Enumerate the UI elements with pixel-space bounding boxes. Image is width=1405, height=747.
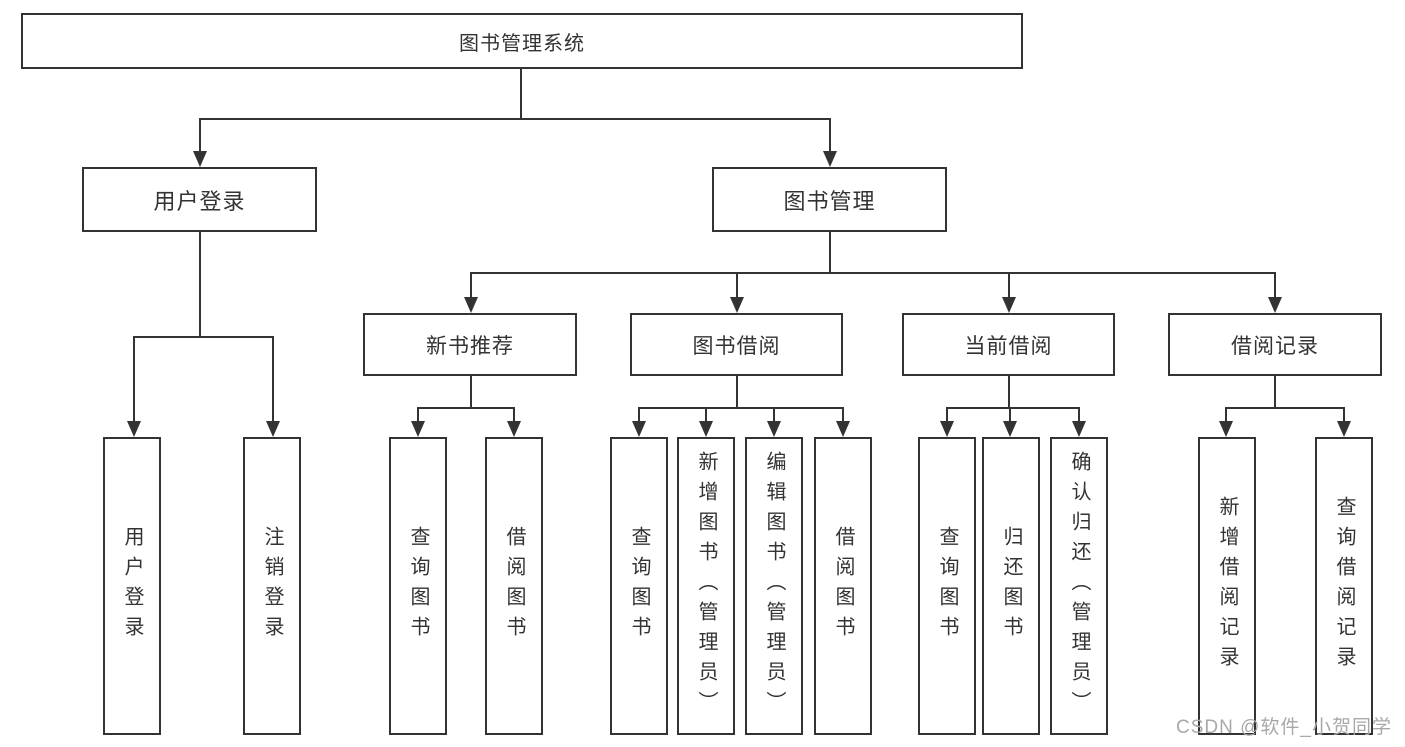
leaf-query-books-current: 查询图书 xyxy=(918,437,976,735)
connector-drop-book-management xyxy=(829,118,831,154)
arrowhead-leaf-logout xyxy=(266,421,280,437)
connector-borrowrecords-rail xyxy=(1225,407,1344,409)
connector-drop-book-borrow xyxy=(736,272,738,300)
watermark-text: CSDN @软件_小贺同学 xyxy=(1176,717,1392,738)
leaf-add-borrow-record: 新增借阅记录 xyxy=(1198,437,1256,735)
arrowhead-book-borrow xyxy=(730,297,744,313)
connector-drop-borrow-records xyxy=(1274,272,1276,300)
connector-currentborrow-stem xyxy=(1008,376,1010,408)
leaf-logout-label: 注销登录 xyxy=(261,526,283,646)
connector-newbook-stem xyxy=(470,376,472,408)
arrowhead-d2 xyxy=(1003,421,1017,437)
leaf-query-books-borrow: 查询图书 xyxy=(610,437,668,735)
connector-userlogin-stem xyxy=(199,232,201,338)
leaf-user-login-label: 用户登录 xyxy=(121,526,143,646)
leaf-query-borrow-record: 查询借阅记录 xyxy=(1315,437,1373,735)
connector-root-rail xyxy=(199,118,831,120)
connector-bookmgmt-rail xyxy=(470,272,1276,274)
node-borrow-records: 借阅记录 xyxy=(1168,313,1382,376)
connector-drop-e2 xyxy=(1343,407,1345,424)
connector-drop-e1 xyxy=(1225,407,1227,424)
connector-drop-leaf-logout xyxy=(272,336,274,424)
leaf-return-book-label: 归还图书 xyxy=(1000,526,1022,646)
connector-drop-d2 xyxy=(1009,407,1011,424)
connector-drop-d3 xyxy=(1078,407,1080,424)
connector-currentborrow-rail xyxy=(946,407,1079,409)
node-book-management: 图书管理 xyxy=(712,167,947,232)
connector-root-stem xyxy=(520,69,522,119)
arrowhead-new-book xyxy=(464,297,478,313)
arrowhead-current-borrow xyxy=(1002,297,1016,313)
arrowhead-borrow-records xyxy=(1268,297,1282,313)
leaf-add-book-admin: 新增图书（管理员） xyxy=(677,437,735,735)
arrowhead-c4 xyxy=(836,421,850,437)
leaf-logout: 注销登录 xyxy=(243,437,301,735)
leaf-query-books-current-label: 查询图书 xyxy=(936,526,958,646)
leaf-borrow-books-recommend-label: 借阅图书 xyxy=(503,526,525,646)
arrowhead-c3 xyxy=(767,421,781,437)
node-root: 图书管理系统 xyxy=(21,13,1023,69)
connector-bookborrow-stem xyxy=(736,376,738,408)
connector-drop-c4 xyxy=(842,407,844,424)
connector-drop-c3 xyxy=(773,407,775,424)
arrowhead-d3 xyxy=(1072,421,1086,437)
leaf-return-book: 归还图书 xyxy=(982,437,1040,735)
leaf-confirm-return-admin: 确认归还（管理员） xyxy=(1050,437,1108,735)
leaf-query-books-recommend: 查询图书 xyxy=(389,437,447,735)
arrowhead-b2 xyxy=(507,421,521,437)
arrowhead-c2 xyxy=(699,421,713,437)
node-user-login: 用户登录 xyxy=(82,167,317,232)
arrowhead-book-management xyxy=(823,151,837,167)
connector-drop-c2 xyxy=(705,407,707,424)
arrowhead-c1 xyxy=(632,421,646,437)
arrowhead-e2 xyxy=(1337,421,1351,437)
connector-drop-new-book xyxy=(470,272,472,300)
leaf-add-borrow-record-label: 新增借阅记录 xyxy=(1216,496,1238,676)
leaf-borrow-books-borrow: 借阅图书 xyxy=(814,437,872,735)
connector-userlogin-rail xyxy=(133,336,274,338)
connector-newbook-rail xyxy=(417,407,514,409)
connector-drop-b2 xyxy=(513,407,515,424)
arrowhead-user-login xyxy=(193,151,207,167)
arrowhead-leaf-user-login xyxy=(127,421,141,437)
connector-drop-c1 xyxy=(638,407,640,424)
node-book-borrow: 图书借阅 xyxy=(630,313,843,376)
leaf-confirm-return-admin-label: 确认归还（管理员） xyxy=(1068,451,1090,721)
leaf-borrow-books-borrow-label: 借阅图书 xyxy=(832,526,854,646)
leaf-edit-book-admin-label: 编辑图书（管理员） xyxy=(763,451,785,721)
leaf-add-book-admin-label: 新增图书（管理员） xyxy=(695,451,717,721)
connector-borrowrecords-stem xyxy=(1274,376,1276,408)
leaf-edit-book-admin: 编辑图书（管理员） xyxy=(745,437,803,735)
leaf-query-books-recommend-label: 查询图书 xyxy=(407,526,429,646)
connector-bookmgmt-stem xyxy=(829,232,831,274)
connector-drop-b1 xyxy=(417,407,419,424)
connector-bookborrow-rail xyxy=(638,407,843,409)
leaf-query-borrow-record-label: 查询借阅记录 xyxy=(1333,496,1355,676)
arrowhead-d1 xyxy=(940,421,954,437)
leaf-user-login: 用户登录 xyxy=(103,437,161,735)
connector-drop-user-login xyxy=(199,118,201,154)
arrowhead-e1 xyxy=(1219,421,1233,437)
node-current-borrow: 当前借阅 xyxy=(902,313,1115,376)
leaf-query-books-borrow-label: 查询图书 xyxy=(628,526,650,646)
node-new-book-recommend: 新书推荐 xyxy=(363,313,577,376)
arrowhead-b1 xyxy=(411,421,425,437)
connector-drop-current-borrow xyxy=(1008,272,1010,300)
connector-drop-leaf-user-login xyxy=(133,336,135,424)
connector-drop-d1 xyxy=(946,407,948,424)
leaf-borrow-books-recommend: 借阅图书 xyxy=(485,437,543,735)
